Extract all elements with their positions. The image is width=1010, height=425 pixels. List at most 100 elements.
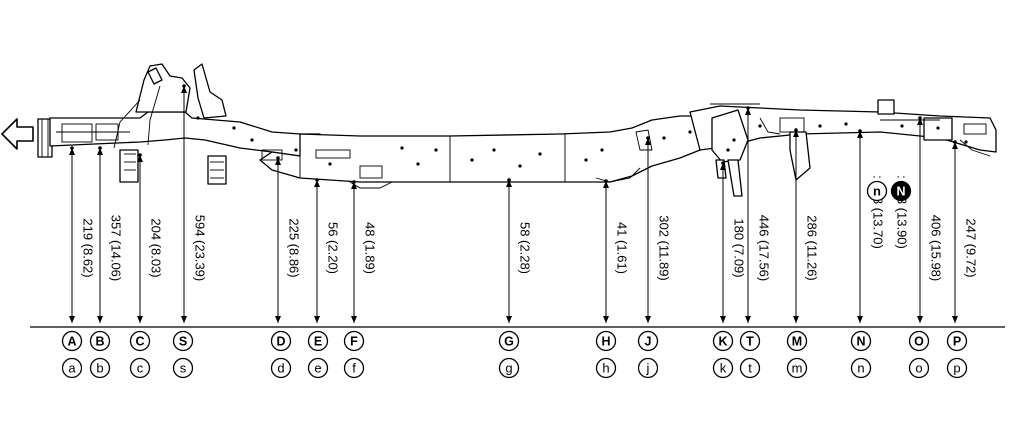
legend-letter-N: N [896,184,905,198]
label-circle-lower-N [850,357,872,379]
dimension-value-O: 406 (15.98) [929,215,944,282]
label-letter-upper-T: T [746,334,754,348]
label-circle-lower-C [129,357,151,379]
label-circle-lower-T [739,357,761,379]
label-circle-upper-N [850,330,872,352]
dimension-arrow-top-K [720,163,726,170]
label-circle-lower-A [61,357,83,379]
measure-point-G [507,178,511,182]
dimension-value-B: 357 (14.06) [109,215,124,282]
dimension-arrow-bottom-M [793,316,799,323]
label-letter-upper-M: M [792,334,802,348]
measure-point-O [918,116,922,120]
dimension-arrow-bottom-H [603,316,609,323]
label-circle-lower-E [307,357,329,379]
dimension-arrow-bottom-K [720,316,726,323]
dimension-arrow-bottom-S [181,316,187,323]
measure-point-P [953,140,957,144]
measure-point-C [138,153,142,157]
dimension-value-S: 594 (23.39) [193,215,208,282]
dimension-arrow-bottom-T [745,316,751,323]
label-letter-upper-H: H [601,334,610,348]
dimension-arrow-top-B [97,148,103,155]
dimension-value-F: 48 (1.89) [363,222,378,274]
label-circle-upper-K [712,330,734,352]
dimension-arrow-top-F [351,182,357,189]
label-letter-upper-P: P [953,334,961,348]
dimension-arrow-bottom-O [917,316,923,323]
measure-point-T [746,106,750,110]
legend-circle-N [890,180,912,202]
dimension-arrow-bottom-D [275,316,281,323]
label-circle-upper-C [129,330,151,352]
label-letter-lower-C: c [137,360,144,375]
label-circle-lower-D [270,357,292,379]
dimension-value-C: 204 (8.03) [149,218,164,277]
measure-point-n_lower [858,129,862,133]
label-circle-lower-S [172,357,194,379]
dimension-value-M: 286 (11.26) [805,215,820,281]
dimension-arrow-bottom-A [69,316,75,323]
measure-point-H [604,179,608,183]
label-circle-upper-G [498,330,520,352]
label-letter-lower-K: k [720,360,727,375]
label-letter-lower-E: e [314,360,321,375]
measure-point-E [315,178,319,182]
label-letter-lower-O: o [915,360,922,375]
label-letter-lower-S: s [180,360,187,375]
label-letter-upper-J: J [645,334,652,348]
measure-point-K [721,161,725,165]
label-circle-upper-O [908,330,930,352]
label-letter-upper-K: K [718,334,727,348]
label-letter-upper-A: A [67,334,76,348]
label-circle-lower-O [908,357,930,379]
dimension-arrow-top-C [137,155,143,162]
dimension-arrow-bottom-P [952,316,958,323]
label-circle-upper-T [739,330,761,352]
dimension-arrow-bottom-J [645,316,651,323]
dimension-arrow-top-S [181,86,187,93]
label-letter-lower-J: j [646,360,650,375]
dimension-arrow-top-D [275,158,281,165]
label-circle-lower-P [946,357,968,379]
dimension-arrow-top-G [506,180,512,187]
measure-point-B [98,146,102,150]
label-letter-lower-D: d [277,360,284,375]
label-circle-lower-M [786,357,808,379]
dimension-value-J: 302 (11.89) [657,215,672,281]
label-letter-upper-G: G [504,334,514,348]
dimension-value-G: 58 (2.28) [518,222,533,274]
label-letter-lower-N: n [857,360,864,375]
label-letter-lower-M: m [792,360,803,375]
dimension-arrow-bottom-F [351,316,357,323]
label-circle-lower-H [595,357,617,379]
dimension-arrow-bottom-n_lower [857,316,863,323]
label-letter-upper-E: E [314,334,322,348]
label-letter-upper-B: B [95,334,104,348]
dimension-arrow-top-T [745,108,751,115]
label-circle-upper-S [172,330,194,352]
dimension-arrow-top-O [917,118,923,125]
measure-point-D [276,156,280,160]
dimension-arrow-top-P [952,142,958,149]
label-circle-lower-F [343,357,365,379]
label-letter-upper-F: F [350,334,358,348]
dimension-value-E: 56 (2.20) [326,222,341,274]
dimension-arrow-top-A [69,148,75,155]
label-letter-lower-G: g [505,360,512,375]
legend-letter-n: n [873,183,881,198]
label-letter-lower-T: t [748,360,752,375]
label-circle-upper-D [270,330,292,352]
measure-point-M [794,128,798,132]
measure-point-J [646,136,650,140]
dimension-arrow-top-E [314,180,320,187]
label-letter-upper-O: O [914,334,924,348]
dimension-value-K: 180 (7.09) [732,218,747,277]
label-circle-upper-H [595,330,617,352]
label-letter-upper-S: S [179,334,187,348]
measure-point-F [352,180,356,184]
label-letter-upper-N: N [856,334,865,348]
label-circle-lower-B [89,357,111,379]
label-letter-upper-C: C [135,334,144,348]
